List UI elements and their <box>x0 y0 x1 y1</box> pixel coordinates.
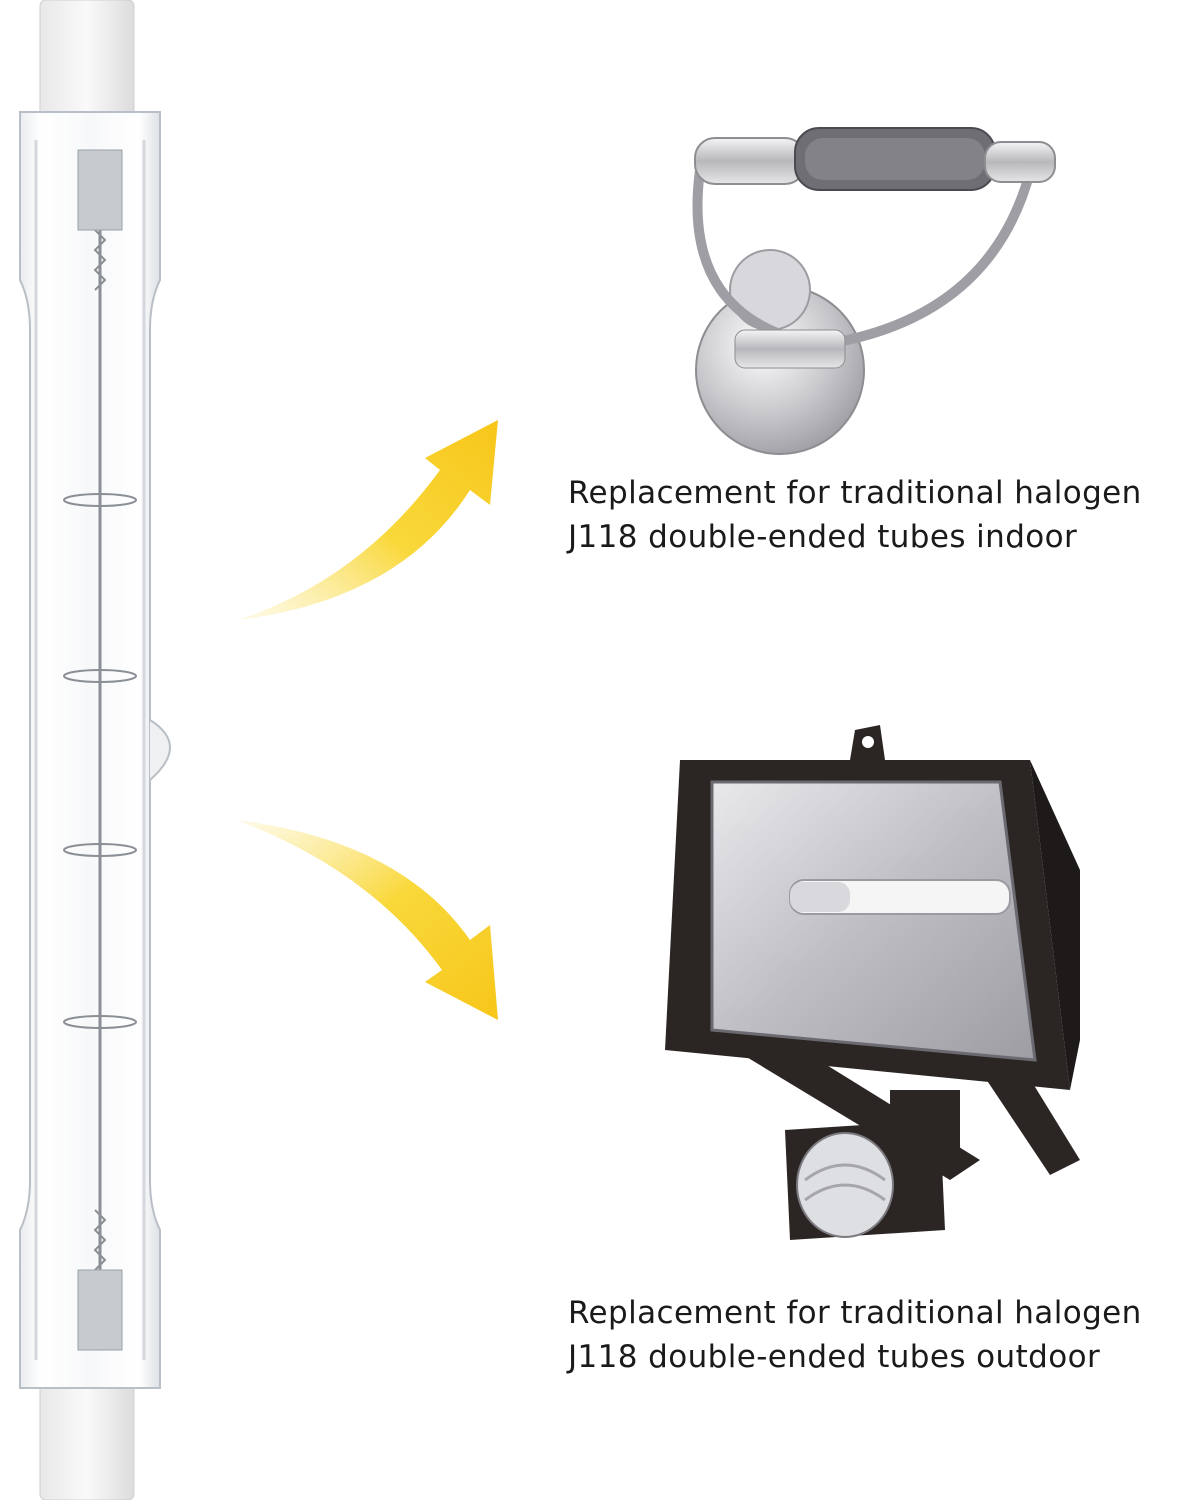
outdoor-caption-line-2: J118 double-ended tubes outdoor <box>568 1339 1101 1375</box>
floodlight-icon <box>665 725 1080 1240</box>
tube-tip <box>149 719 171 781</box>
halogen-tube-bulb <box>19 0 171 1500</box>
tube-glass <box>19 111 161 1389</box>
arrows-layer <box>236 420 498 1020</box>
outdoor-caption: Replacement for traditional halogen J118… <box>568 1291 1198 1379</box>
indoor-caption-line-1: Replacement for traditional halogen <box>568 475 1142 511</box>
wall-lamp-icon <box>692 127 1056 455</box>
outdoor-caption-line-1: Replacement for traditional halogen <box>568 1295 1142 1331</box>
indoor-caption-line-2: J118 double-ended tubes indoor <box>568 519 1078 555</box>
indoor-caption: Replacement for traditional halogen J118… <box>568 471 1198 559</box>
curved-arrow-down-icon <box>236 820 498 1020</box>
curved-arrow-up-icon <box>238 420 498 620</box>
